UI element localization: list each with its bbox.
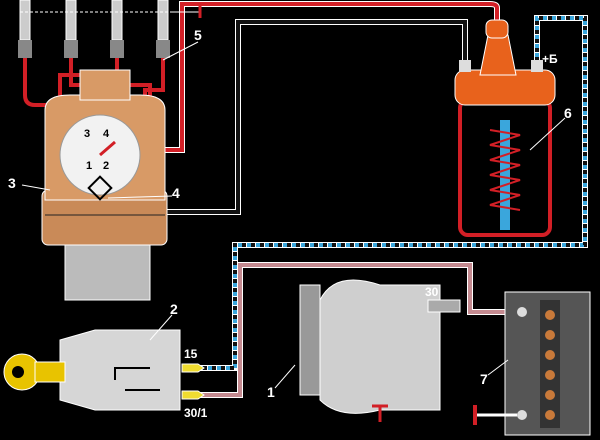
leader-lines: [21, 41, 566, 389]
distributor: [41, 69, 168, 301]
ignition-switch: [3, 329, 205, 411]
label-battery: 7: [480, 371, 488, 387]
label-hv-wires: 5: [194, 27, 202, 43]
label-gen-terminal-30: 30: [425, 285, 439, 299]
cap-number-1: 1: [86, 160, 93, 172]
label-distributor: 3: [8, 175, 16, 191]
key-icon: [3, 353, 66, 391]
label-coil-plus: +Б: [542, 52, 558, 66]
lv-wire-coil-to-breaker: [150, 19, 468, 215]
label-terminal-30-1: 30/1: [184, 406, 208, 420]
battery: [473, 291, 591, 436]
label-ignition-coil: 6: [564, 105, 572, 121]
label-terminal-15: 15: [184, 347, 198, 361]
label-ignition-switch: 2: [170, 301, 178, 317]
cap-number-3: 3: [84, 128, 91, 140]
ignition-coil: [454, 19, 556, 237]
label-breaker: 4: [172, 185, 180, 201]
cap-number-2: 2: [103, 160, 110, 172]
hv-central-wire: [140, 1, 500, 153]
cap-number-4: 4: [103, 128, 110, 140]
spark-plugs: [18, 0, 202, 58]
generator: [299, 279, 461, 422]
label-generator: 1: [267, 384, 275, 400]
